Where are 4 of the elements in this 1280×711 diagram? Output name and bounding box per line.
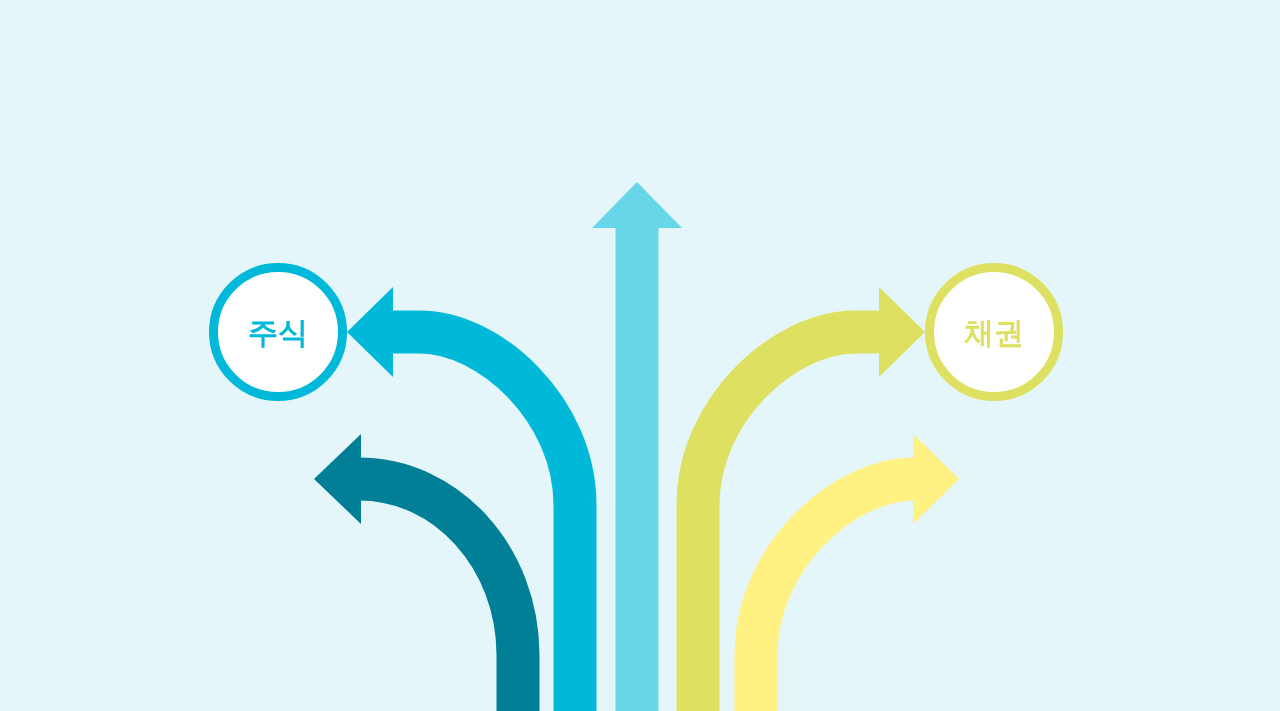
- arrow: [676, 287, 925, 711]
- circle-label: 주식: [248, 315, 308, 349]
- circle-label: 채권: [964, 315, 1024, 349]
- arrow: [347, 287, 597, 711]
